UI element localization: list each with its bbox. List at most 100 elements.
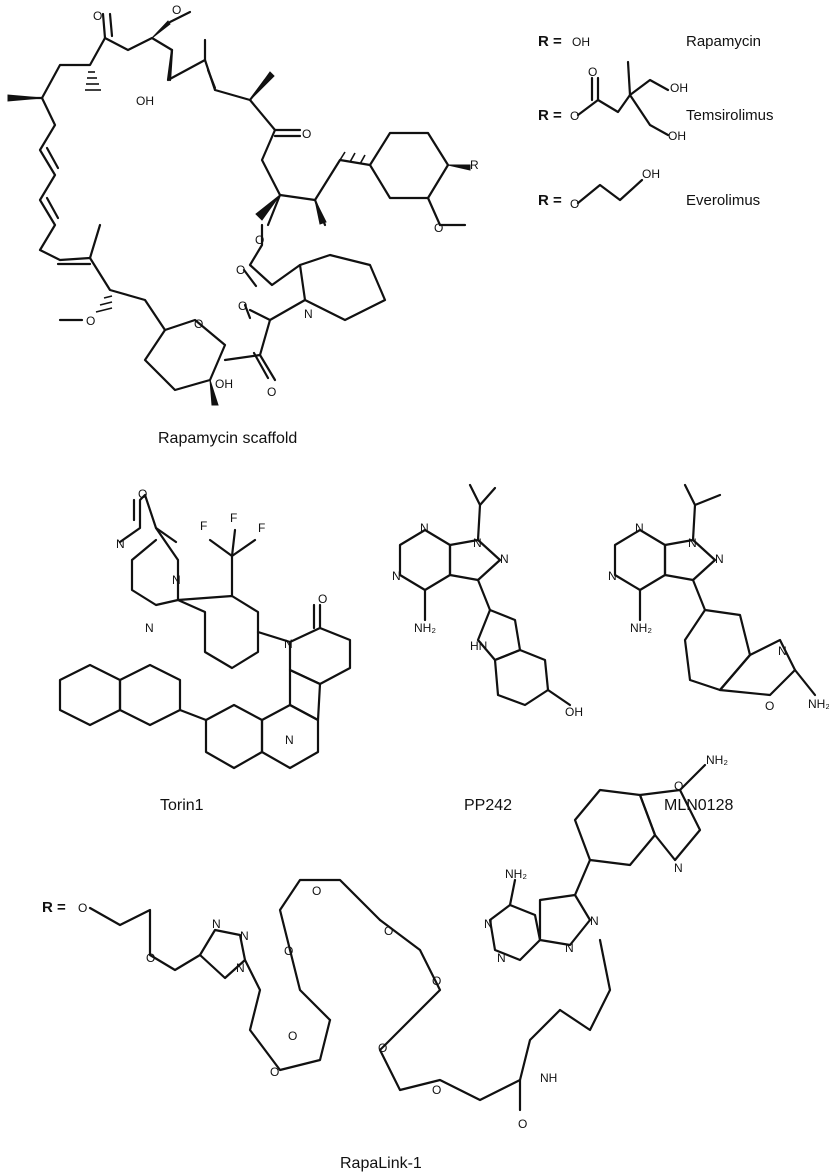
atom-label: O bbox=[302, 127, 311, 141]
triazole-ring bbox=[198, 928, 247, 980]
atom-label: O bbox=[432, 974, 441, 988]
pyrimidine-ring bbox=[613, 528, 667, 592]
atom-label: O bbox=[238, 299, 247, 313]
pyrazole-ring bbox=[448, 538, 502, 582]
atom-label: N bbox=[172, 573, 181, 587]
wedge-bond bbox=[255, 194, 281, 221]
torin1-caption: Torin1 bbox=[160, 797, 204, 814]
atom-label: N bbox=[420, 521, 429, 535]
atom-label: HN bbox=[470, 639, 487, 653]
mln0128-structure bbox=[613, 483, 817, 697]
wedge-bond bbox=[209, 379, 219, 406]
atom-label: N bbox=[212, 917, 221, 931]
torin1-structure bbox=[58, 493, 352, 770]
atom-label: O bbox=[318, 592, 327, 606]
atom-label: OH bbox=[642, 167, 660, 181]
atom-label: N bbox=[473, 536, 482, 550]
atom-label: N bbox=[590, 914, 599, 928]
r-prefix: R = bbox=[538, 192, 562, 209]
rapamycin-name: Rapamycin bbox=[686, 33, 761, 50]
wedge-bond bbox=[7, 94, 43, 102]
atom-label: N bbox=[674, 861, 683, 875]
atom-label: N bbox=[497, 951, 506, 965]
atom-label: N bbox=[484, 917, 493, 931]
rapalink-r-prefix: R = bbox=[42, 899, 66, 916]
wedge-bond bbox=[447, 164, 471, 171]
atom-label: O bbox=[570, 109, 579, 123]
atom-label: O bbox=[312, 884, 321, 898]
atom-label: N bbox=[116, 537, 125, 551]
atom-label: O bbox=[236, 263, 245, 277]
atom-label: R bbox=[470, 158, 479, 172]
atom-label: OH bbox=[565, 705, 583, 719]
cyclohexane-ring bbox=[368, 131, 450, 200]
pp242-caption: PP242 bbox=[464, 797, 512, 814]
everolimus-name: Everolimus bbox=[686, 192, 760, 209]
r-group-oh: OH bbox=[572, 35, 590, 49]
pyrazole-ring bbox=[663, 538, 717, 582]
atom-label: O bbox=[518, 1117, 527, 1131]
quinoline-ring bbox=[118, 663, 182, 727]
pyrimidine-ring bbox=[398, 528, 452, 592]
oxazole-ring bbox=[638, 788, 702, 862]
atom-label: NH₂ bbox=[808, 697, 829, 711]
atom-label: N bbox=[500, 552, 509, 566]
atom-label: N bbox=[715, 552, 724, 566]
rapalink-structure bbox=[88, 763, 707, 1112]
atom-label: N bbox=[145, 621, 154, 635]
atom-label: N bbox=[304, 307, 313, 321]
pyridone-ring bbox=[288, 626, 352, 686]
atom-label: N bbox=[284, 637, 293, 651]
pp242-structure bbox=[398, 483, 572, 707]
atom-label: OH bbox=[670, 81, 688, 95]
atom-label: O bbox=[172, 3, 181, 17]
atom-label: O bbox=[570, 197, 579, 211]
temsirolimus-name: Temsirolimus bbox=[686, 107, 774, 124]
wedge-bond bbox=[151, 20, 171, 39]
atom-label: F bbox=[200, 519, 207, 533]
atom-label: O bbox=[255, 233, 264, 247]
r-prefix: R = bbox=[538, 107, 562, 124]
mln0128-caption: MLN0128 bbox=[664, 797, 733, 814]
oxazole-ring bbox=[718, 638, 797, 697]
wedge-bond bbox=[314, 199, 327, 225]
tetrahydropyran-ring bbox=[143, 318, 227, 392]
atom-label: OH bbox=[136, 94, 154, 108]
rapalink-caption: RapaLink-1 bbox=[340, 1155, 422, 1172]
benzoxazole-six-ring bbox=[683, 608, 752, 692]
atom-label: O bbox=[138, 487, 147, 501]
r-prefix: R = bbox=[538, 33, 562, 50]
piperidine-ring bbox=[298, 253, 387, 322]
r-group-table bbox=[576, 60, 670, 205]
atom-label: N bbox=[635, 521, 644, 535]
atom-label: O bbox=[270, 1065, 279, 1079]
atom-label: N bbox=[565, 941, 574, 955]
rapamycin-scaffold-caption: Rapamycin scaffold bbox=[158, 430, 297, 447]
atom-label: O bbox=[432, 1083, 441, 1097]
atom-label: O bbox=[674, 779, 683, 793]
atom-label: O bbox=[86, 314, 95, 328]
atom-label: NH₂ bbox=[706, 753, 728, 767]
atom-label: O bbox=[284, 944, 293, 958]
atom-label: NH bbox=[540, 1071, 557, 1085]
atom-label: O bbox=[93, 9, 102, 23]
atom-label: O bbox=[765, 699, 774, 713]
atom-label: O bbox=[434, 221, 443, 235]
atom-label: OH bbox=[215, 377, 233, 391]
atom-label: N bbox=[392, 569, 401, 583]
atom-label: N bbox=[688, 536, 697, 550]
atom-label: OH bbox=[668, 129, 686, 143]
atom-label: N bbox=[778, 644, 787, 658]
wedge-bond bbox=[249, 71, 275, 101]
atom-label: O bbox=[588, 65, 597, 79]
atom-label: N bbox=[285, 733, 294, 747]
atom-label: O bbox=[146, 951, 155, 965]
atom-label: NH₂ bbox=[630, 621, 652, 635]
atom-label: O bbox=[378, 1041, 387, 1055]
atom-label: F bbox=[230, 511, 237, 525]
atom-label: NH₂ bbox=[414, 621, 436, 635]
atom-label: N bbox=[240, 929, 249, 943]
atom-label: O bbox=[194, 317, 203, 331]
atom-label: F bbox=[258, 521, 265, 535]
